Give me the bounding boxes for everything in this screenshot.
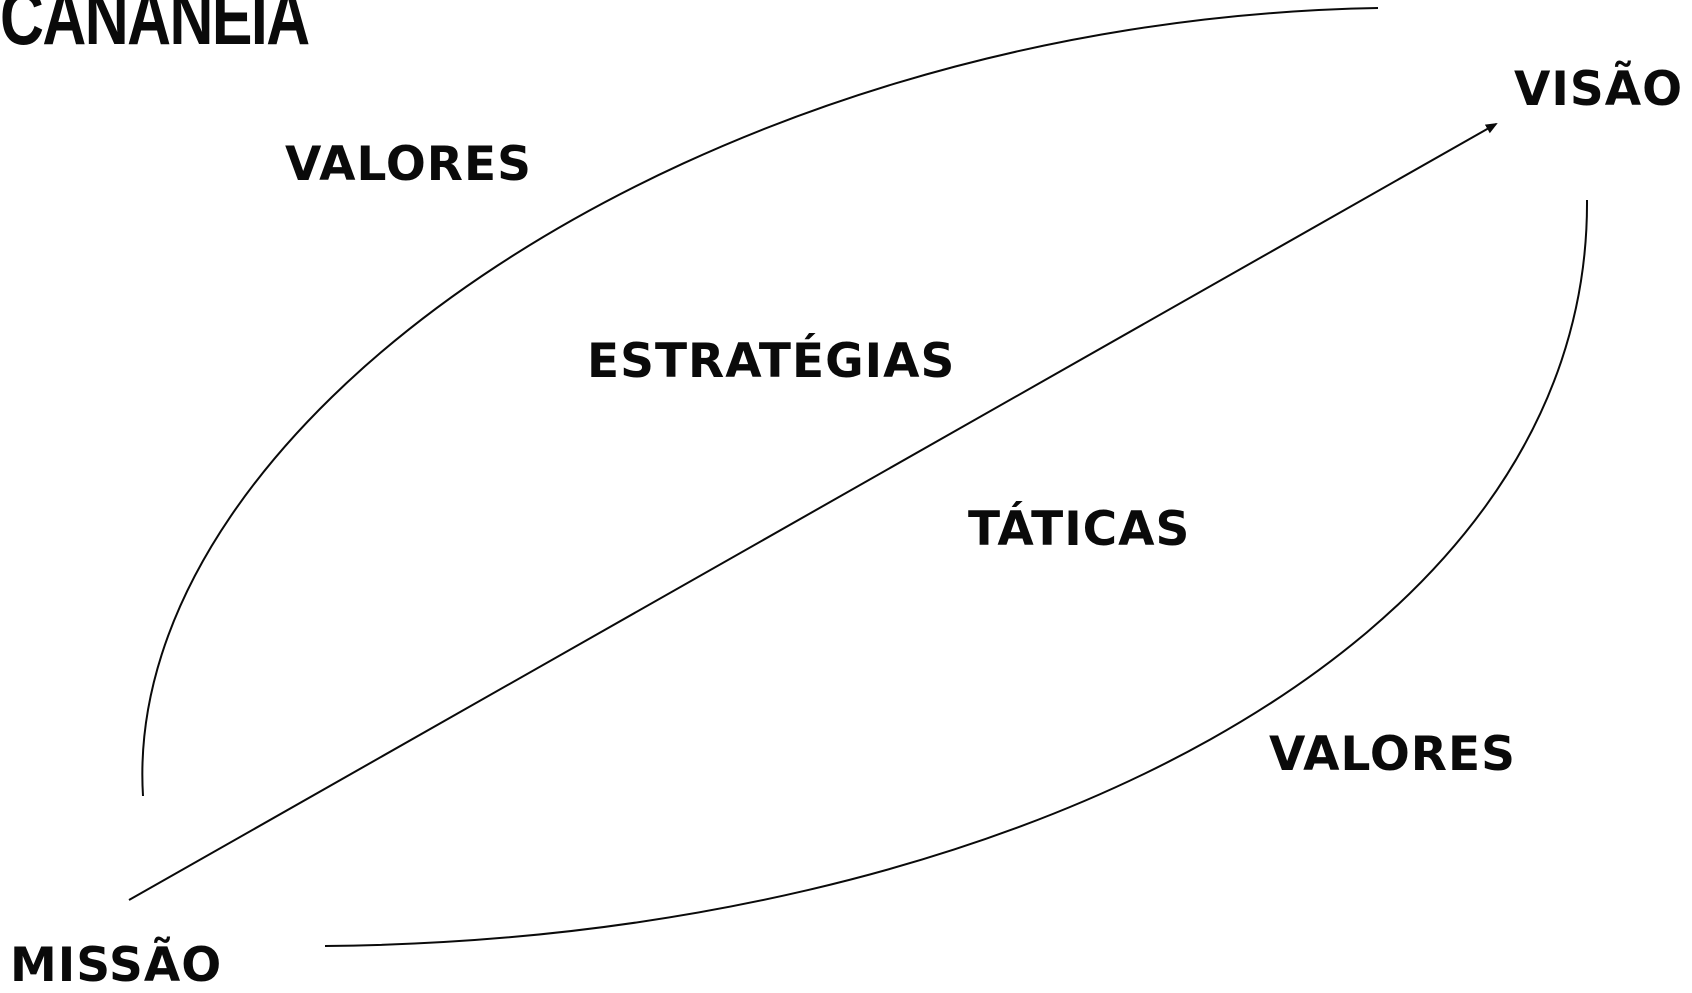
mission-to-vision-arrow xyxy=(128,123,1498,901)
values-label-bottom: VALORES xyxy=(1269,727,1516,782)
upper-values-curve xyxy=(141,7,1379,797)
cananeia-logo: CANANEIA xyxy=(0,0,310,61)
values-label-top: VALORES xyxy=(285,137,532,192)
lower-values-curve xyxy=(324,199,1589,947)
strategies-label: ESTRATÉGIAS xyxy=(587,334,956,389)
tactics-label: TÁTICAS xyxy=(968,502,1191,557)
vision-label: VISÃO xyxy=(1514,62,1684,117)
mission-label: MISSÃO xyxy=(10,938,223,993)
